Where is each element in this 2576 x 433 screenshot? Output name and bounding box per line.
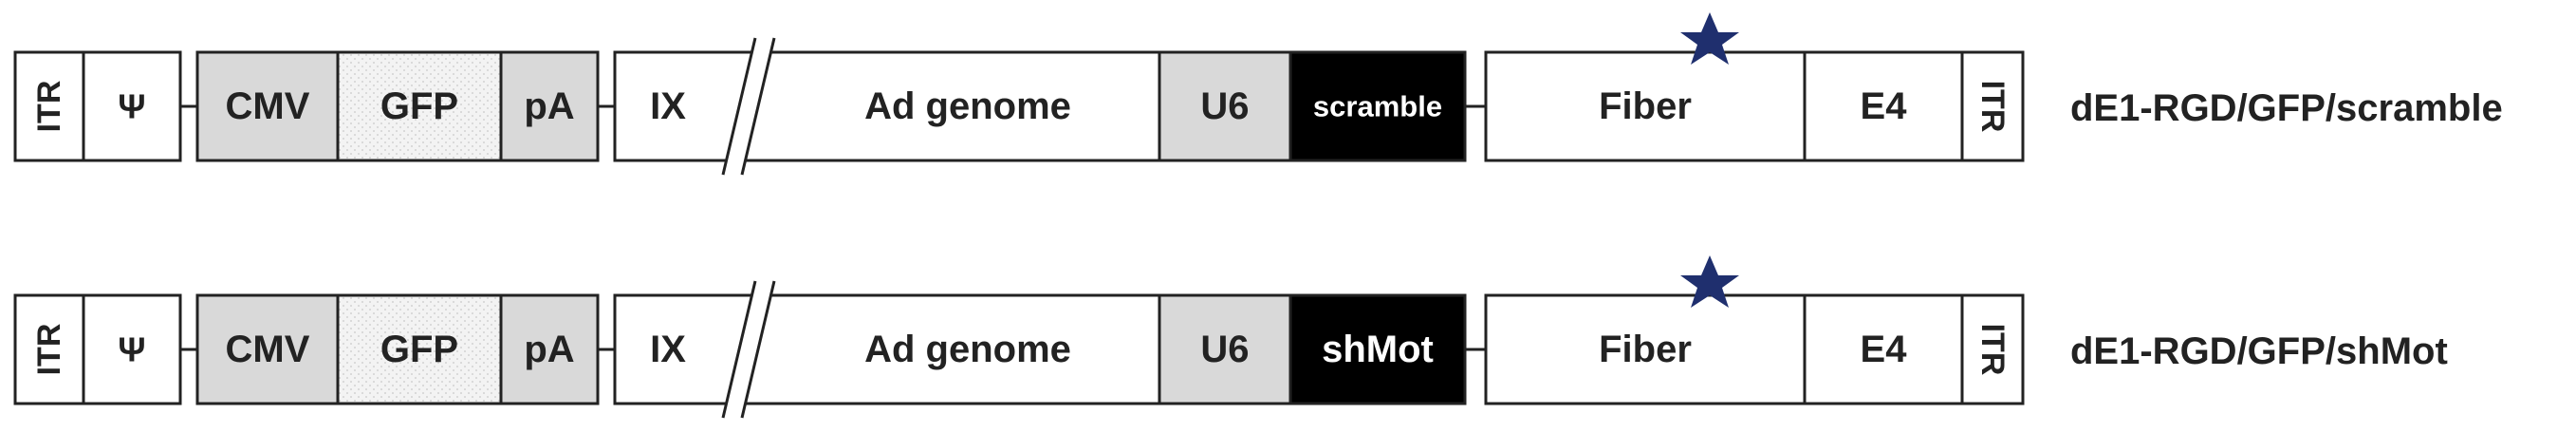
insert-label: shMot	[1322, 329, 1434, 370]
itr-right-box	[1960, 293, 2025, 405]
itr-left-label: ITR	[31, 324, 67, 376]
construct-row-shmot: ITR Ψ CMV GFP pA IX Ad genome U6 shMot F…	[13, 255, 2448, 419]
gfp-label: GFP	[380, 85, 458, 127]
itr-left-box	[13, 293, 85, 405]
itr-left-box	[13, 50, 85, 162]
u6-box	[1158, 293, 1292, 405]
e4-box	[1803, 293, 1964, 405]
itr-right-label: ITR	[1974, 81, 2011, 133]
psi-label: Ψ	[118, 87, 145, 126]
construct-name: dE1-RGD/GFP/scramble	[2070, 87, 2503, 129]
break-mark	[721, 280, 776, 419]
pa-label: pA	[524, 329, 574, 370]
cmv-box	[195, 50, 340, 162]
e4-label: E4	[1861, 85, 1908, 127]
itr-right-box	[1960, 50, 2025, 162]
cmv-label: CMV	[226, 85, 310, 127]
ix-label: IX	[650, 85, 686, 127]
gfp-label: GFP	[380, 329, 458, 370]
pa-box	[499, 293, 600, 405]
itr-left-label: ITR	[31, 81, 67, 133]
u6-box	[1158, 50, 1292, 162]
insert-box	[1288, 293, 1467, 405]
ad-genome-label: Ad genome	[864, 85, 1071, 127]
insert-label: scramble	[1313, 90, 1442, 123]
psi-label: Ψ	[118, 330, 145, 369]
ix-adgenome-box	[613, 50, 1161, 162]
u6-label: U6	[1200, 85, 1249, 127]
construct-row-scramble: ITR Ψ CMV GFP pA IX Ad genome U6 scrambl…	[13, 12, 2503, 176]
e4-label: E4	[1861, 329, 1908, 370]
fiber-label: Fiber	[1599, 85, 1692, 127]
psi-box	[82, 50, 182, 162]
e4-box	[1803, 50, 1964, 162]
fiber-box	[1484, 50, 1807, 162]
fiber-label: Fiber	[1599, 329, 1692, 370]
ix-label: IX	[650, 329, 686, 370]
psi-box	[82, 293, 182, 405]
cmv-label: CMV	[226, 329, 310, 370]
cmv-box	[195, 293, 340, 405]
rgd-star-icon	[1680, 255, 1739, 308]
ix-adgenome-box	[613, 293, 1161, 405]
itr-right-label: ITR	[1974, 324, 2011, 376]
gfp-box	[336, 293, 503, 405]
gfp-box	[336, 50, 503, 162]
pa-label: pA	[524, 85, 574, 127]
construct-name: dE1-RGD/GFP/shMot	[2070, 330, 2448, 372]
break-mark	[721, 37, 776, 176]
ad-genome-label: Ad genome	[864, 329, 1071, 370]
pa-box	[499, 50, 600, 162]
rgd-star-icon	[1680, 12, 1739, 65]
insert-box	[1288, 50, 1467, 162]
u6-label: U6	[1200, 329, 1249, 370]
